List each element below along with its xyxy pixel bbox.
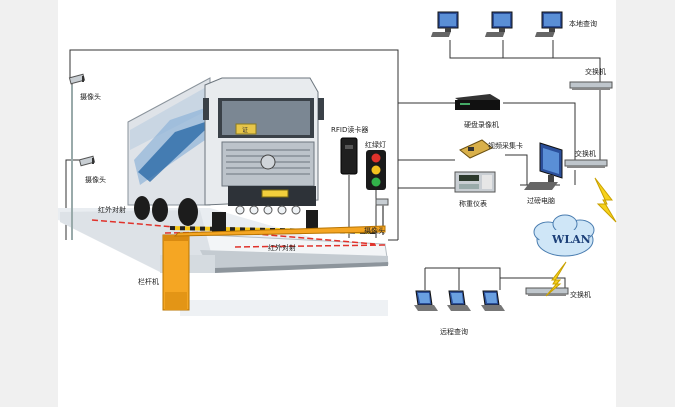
infrared-beam-lower [234,244,386,248]
weighing-computer-device [524,142,563,190]
label-weighing-instrument: 称重仪表 [459,200,487,208]
label-infrared-lower: 红外对射 [268,244,296,252]
top-computers [430,11,563,37]
camera-lower-device [78,155,96,167]
label-hard-disk-recorder: 硬盘录像机 [464,121,499,129]
label-switch-top: 交换机 [585,68,606,76]
camera-upper-device [68,73,86,85]
lightning-upper [594,177,617,223]
truck-windshield-sign: 证 [242,127,249,134]
infrared-beam-upper [91,219,376,245]
label-camera-right: 摄像头 [364,227,385,235]
label-infrared-upper: 红外对射 [98,206,126,214]
label-camera-lower: 摄像头 [85,176,106,184]
label-video-capture-card: 视频采集卡 [488,142,523,150]
camera-post [71,85,73,240]
camera-right-device [375,198,389,235]
truck [127,77,324,232]
label-remote-query: 远程查询 [440,328,468,336]
label-camera-upper: 摄像头 [80,93,101,101]
rfid-reader-device [340,137,358,175]
video-capture-card-device [459,139,493,159]
hard-disk-recorder-device [455,94,500,110]
switch-mid [564,159,608,168]
label-rfid-reader: RFID读卡器 [331,126,369,134]
weighing-instrument-device [454,171,496,193]
label-weighing-computer: 过磅电脑 [527,197,555,205]
label-wlan: WLAN [552,233,591,246]
label-traffic-light: 红绿灯 [365,141,386,149]
bottom-laptops [414,290,505,311]
label-barrier-gate: 栏杆机 [138,278,159,286]
label-switch-mid: 交换机 [575,150,596,158]
label-switch-bottom: 交换机 [570,291,591,299]
line-top-pcs [449,40,601,82]
switch-top [569,81,613,90]
barrier-gate-device [162,225,386,311]
lightning-lower [545,261,567,297]
wlan-cloud [533,214,595,257]
label-local-query: 本地查询 [569,20,597,28]
traffic-light-device [366,150,386,190]
